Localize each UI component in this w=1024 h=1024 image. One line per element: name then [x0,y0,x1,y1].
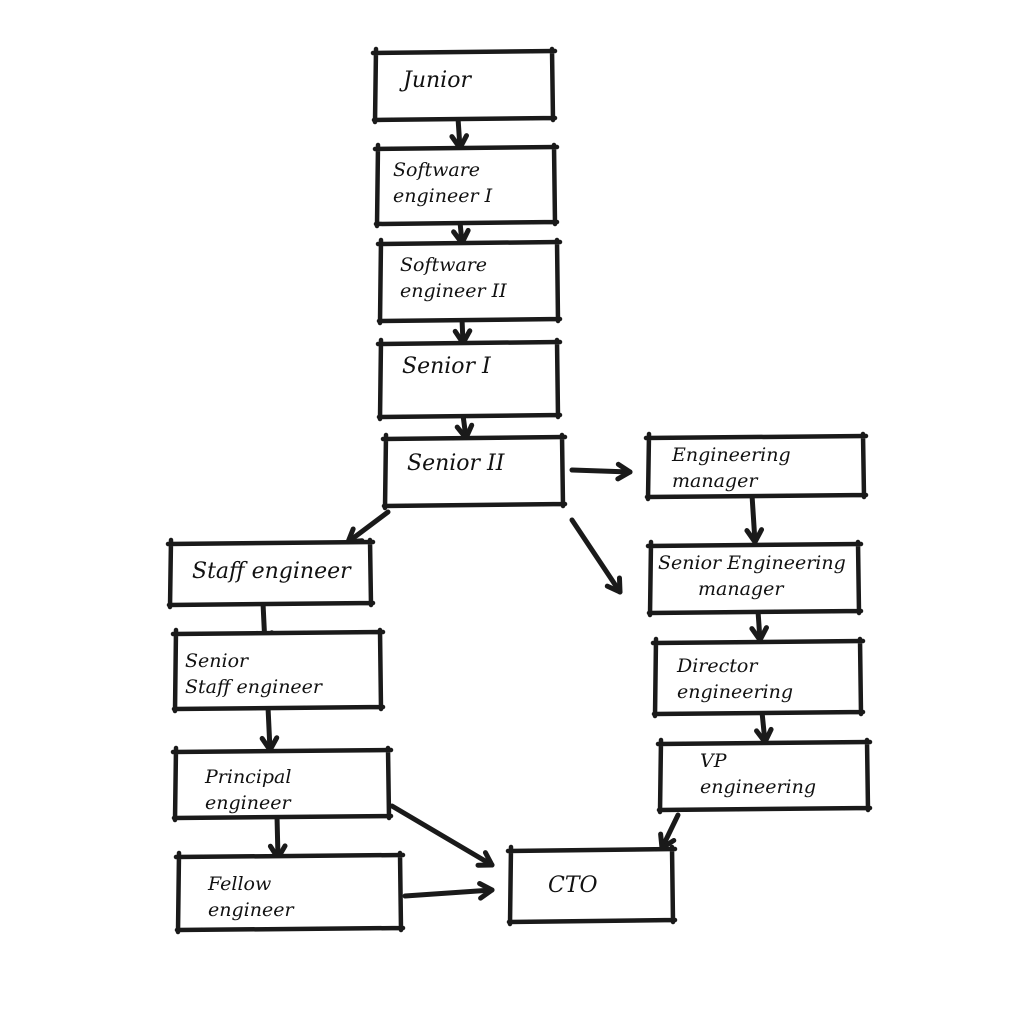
node-box-fill [380,243,557,319]
node-cto: CTO [505,844,678,927]
node-box-border [375,337,563,422]
node-label: engineering [677,681,793,703]
arrow-principal-to-fellow [267,813,288,861]
node-box-border [380,432,568,511]
node-box-border [375,237,563,326]
node-label: Software [393,159,480,181]
arrowhead-icon [475,850,495,868]
node-label: Staff engineer [185,676,324,698]
node-box-fill [655,642,860,712]
node-box-fill [375,52,552,118]
node-box-border [505,844,678,927]
arrow-vp-to-cto [658,812,681,851]
node-label: Senior Engineering [658,552,846,574]
node-principal: Principal engineer [170,745,394,823]
arrowhead-icon [615,461,633,482]
node-label: Engineering [671,444,791,466]
arrow-line [274,813,281,861]
arrow-senior1-to-senior2 [454,412,475,441]
arrow-line [265,704,273,753]
arrow-line [389,803,495,868]
arrowhead-icon [744,527,765,545]
arrow-line [569,517,623,595]
node-swe2: Software engineer II [375,237,563,326]
node-box-fill [170,543,370,603]
arrow-line [569,467,633,475]
node-box-border [170,745,394,823]
node-label: engineering [700,776,816,798]
arrow-senior-eng-manager-to-director [749,608,769,643]
arrow-line [345,509,391,545]
node-eng-manager: Engineering manager [643,431,869,502]
node-label: VP [700,750,728,772]
node-box-fill [377,148,554,222]
node-label: Senior [185,650,250,672]
node-label: CTO [548,873,598,898]
node-box-fill [175,751,388,816]
node-box-border [173,850,406,935]
node-box-border [643,431,869,502]
node-senior-eng-manager: Senior Engineering manager [645,539,864,618]
node-box-fill [178,856,400,928]
node-box-fill [648,437,863,495]
node-box-fill [510,850,672,920]
node-label: Fellow [207,873,271,895]
node-box-fill [380,343,557,415]
node-senior2: Senior II [380,432,568,511]
arrow-line [749,492,758,545]
node-label: engineer [208,899,295,921]
arrow-eng-manager-to-senior-eng-manager [744,492,765,545]
arrow-senior-staff-to-principal [259,704,280,753]
node-vp: VP engineering [655,737,873,815]
node-label: manager [672,470,759,492]
node-fellow: Fellow engineer [173,850,406,935]
node-box-border [372,142,560,229]
arrow-fellow-to-cto [402,881,495,901]
node-label: Junior [399,68,472,93]
node-label: Director [676,655,759,677]
node-staff: Staff engineer [165,537,376,610]
node-label: Senior II [407,451,506,476]
node-box-border [165,537,376,610]
arrowhead-icon [604,575,623,595]
node-director: Director engineering [650,636,866,719]
arrow-line [402,887,495,899]
node-label: Senior I [402,354,492,379]
arrow-swe2-to-senior1 [452,316,473,346]
node-box-fill [650,545,858,611]
node-box-border [650,636,866,719]
node-junior: Junior [370,46,558,125]
node-box-border [645,539,864,618]
node-swe1: Software engineer I [372,142,560,229]
arrow-line [759,709,768,745]
node-box-fill [175,633,380,707]
node-label: manager [698,578,785,600]
arrow-principal-to-cto [389,803,495,868]
node-box-border [655,737,873,815]
node-label: engineer II [400,280,507,302]
arrow-line [455,115,463,151]
node-box-border [170,627,386,714]
arrow-director-to-vp [754,709,774,745]
node-label: Principal [204,766,291,788]
arrowhead-icon [477,881,495,901]
arrow-senior2-to-staff [345,509,391,545]
arrow-senior2-to-senior-eng-manager [569,517,623,595]
arrow-junior-to-swe1 [449,115,470,151]
arrow-line [755,608,763,643]
node-label: engineer [205,792,292,814]
node-label: Software [400,254,487,276]
node-senior1: Senior I [375,337,563,422]
arrow-line [659,812,681,851]
arrow-senior2-to-eng-manager [569,461,633,482]
node-box-fill [385,438,562,504]
node-label: engineer I [393,185,493,207]
node-box-fill [660,743,867,808]
node-label: Staff engineer [192,559,352,584]
node-box-border [370,46,558,125]
